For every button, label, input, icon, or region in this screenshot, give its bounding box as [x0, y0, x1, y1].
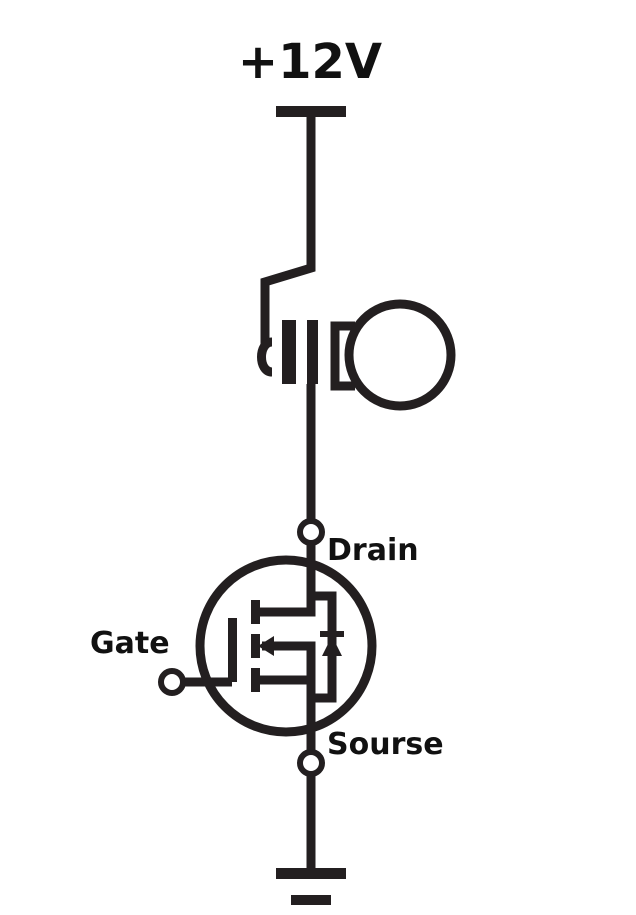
mosfet-body-circle — [195, 555, 377, 737]
gate-label: Gate — [90, 626, 170, 661]
ground-icon — [276, 868, 346, 905]
drain-label: Drain — [327, 533, 419, 568]
source-terminal — [297, 749, 325, 777]
mosfet-symbol — [228, 543, 344, 752]
source-label: Sourse — [327, 727, 444, 762]
gate-terminal — [158, 668, 186, 696]
switch-contact — [257, 320, 318, 384]
supply-wire — [260, 110, 316, 345]
supply-voltage-label: +12V — [238, 34, 382, 90]
drain-terminal — [297, 518, 325, 546]
lamp-icon — [330, 299, 456, 411]
